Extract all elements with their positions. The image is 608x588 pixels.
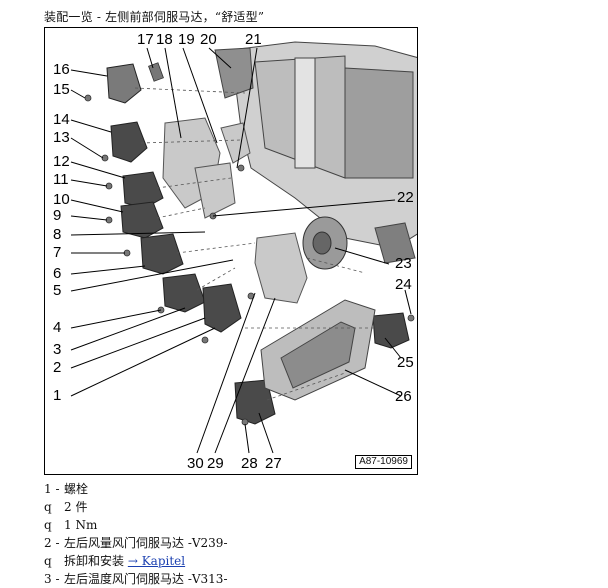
legend-item: 2 - 左后风量风门伺服马达 -V239-: [44, 534, 584, 552]
callout-5: 5: [53, 282, 62, 299]
hvac-housing: [214, 41, 417, 264]
legend-number: 2 -: [44, 536, 60, 550]
legend-subitem: q 2 件: [44, 498, 584, 516]
bullet-marker: q: [44, 500, 52, 514]
callout-10: 10: [53, 191, 70, 208]
callout-4: 4: [53, 319, 62, 336]
servo-motors: [106, 63, 410, 425]
callout-13: 13: [53, 129, 70, 146]
legend-number: 3 -: [44, 572, 60, 586]
callout-28: 28: [241, 455, 258, 472]
callout-19: 19: [178, 31, 195, 48]
leader-lines: [70, 47, 412, 454]
callout-20: 20: [200, 31, 217, 48]
gear-wheel: [302, 216, 348, 270]
callout-24: 24: [395, 276, 412, 293]
callout-1: 1: [53, 387, 62, 404]
callout-18: 18: [156, 31, 173, 48]
flap-housing: [260, 299, 376, 401]
callout-2: 2: [53, 359, 62, 376]
callout-30: 30: [187, 455, 204, 472]
callout-23: 23: [395, 255, 412, 272]
legend-text: 2 件: [64, 500, 88, 514]
kapitel-link[interactable]: → Kapitel: [127, 554, 186, 568]
callout-17: 17: [137, 31, 154, 48]
callout-3: 3: [53, 341, 62, 358]
callout-6: 6: [53, 265, 62, 282]
bullet-marker: q: [44, 554, 52, 568]
legend-text: 左后风量风门伺服马达 -V239-: [64, 536, 228, 550]
legend-item: 1 - 螺栓: [44, 480, 584, 498]
page-title: 装配一览 - 左侧前部伺服马达，“舒适型”: [44, 10, 265, 24]
callout-7: 7: [53, 244, 62, 261]
callout-27: 27: [265, 455, 282, 472]
callout-26: 26: [395, 388, 412, 405]
callout-22: 22: [397, 189, 414, 206]
legend-item: 3 - 左后温度风门伺服马达 -V313-: [44, 570, 584, 588]
linkage-plates: [162, 117, 308, 304]
callout-8: 8: [53, 226, 62, 243]
callout-21: 21: [245, 31, 262, 48]
exploded-view-figure: 17 18 19 20 21 16 15 14 13 12 11 10 9 22…: [44, 27, 418, 475]
callout-29: 29: [207, 455, 224, 472]
callout-9: 9: [53, 207, 62, 224]
alignment-lines: [134, 87, 375, 401]
bullet-marker: q: [44, 518, 52, 532]
callout-25: 25: [397, 354, 414, 371]
legend-text: 1 Nm: [64, 518, 98, 532]
exploded-view-drawing: [70, 41, 417, 454]
callout-15: 15: [53, 81, 70, 98]
callout-16: 16: [53, 61, 70, 78]
callout-14: 14: [53, 111, 70, 128]
legend-text: 左后温度风门伺服马达 -V313-: [64, 572, 228, 586]
legend-text: 螺栓: [64, 482, 89, 496]
small-parts: [84, 62, 415, 426]
legend-number: 1 -: [44, 482, 60, 496]
callout-11: 11: [53, 171, 69, 188]
legend-subitem: q 1 Nm: [44, 516, 584, 534]
legend-subitem: q 拆卸和安装 → Kapitel: [44, 552, 584, 570]
callout-12: 12: [53, 153, 70, 170]
figure-id: A87-10969: [355, 455, 412, 469]
legend-text: 拆卸和安装: [64, 554, 125, 568]
